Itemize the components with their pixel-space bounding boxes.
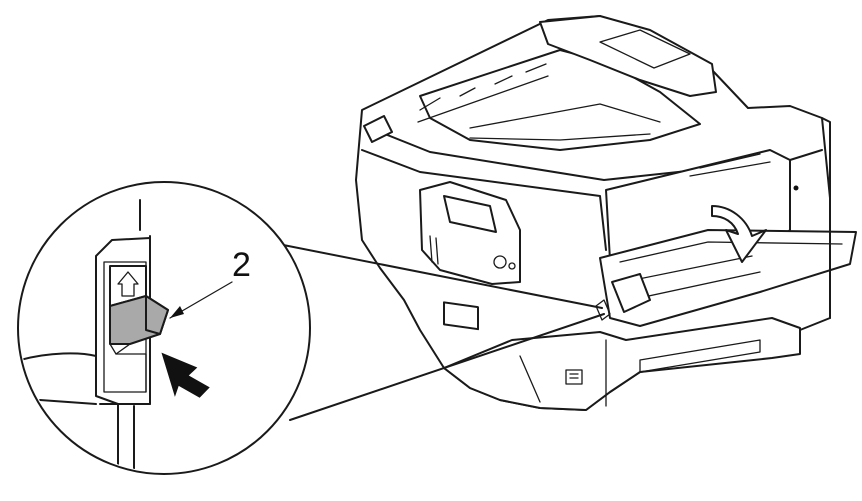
switch-up-arrow-icon [117, 271, 139, 297]
lcd-display [443, 301, 479, 331]
multipurpose-tray [599, 229, 857, 327]
leader-line-bottom [289, 313, 605, 421]
magnifier-callout: 2 [17, 181, 605, 475]
printer-illustration [355, 15, 857, 411]
callout-number: 2 [232, 246, 251, 284]
push-arrow-icon [161, 352, 210, 398]
zoom-circle [17, 181, 311, 475]
leader-line-top [257, 239, 603, 309]
tray-down-arrow-icon [711, 205, 767, 263]
power-switch-icon [109, 265, 169, 393]
